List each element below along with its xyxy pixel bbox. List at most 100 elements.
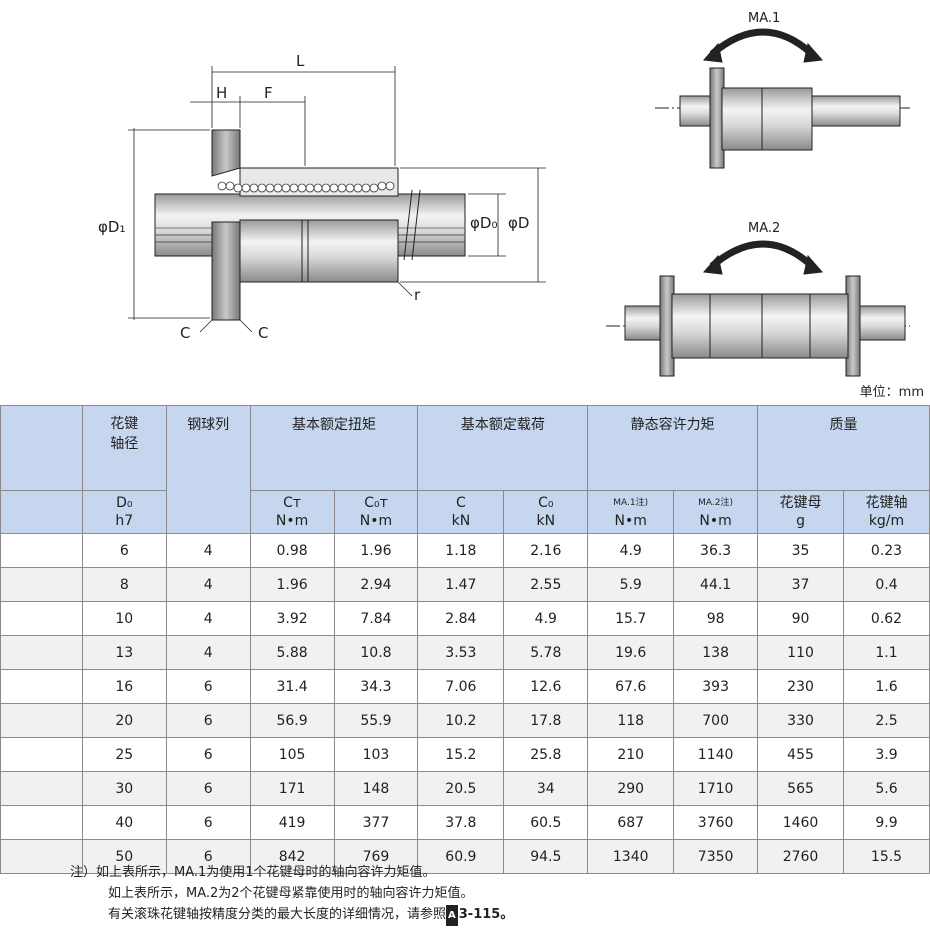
table-cell: 1.96	[333, 533, 419, 568]
row-spacer-cell	[0, 805, 83, 840]
table-cell: 148	[333, 771, 419, 806]
table-cell: 7350	[673, 839, 759, 874]
table-cell: 2.16	[503, 533, 589, 568]
table-cell: 30	[81, 771, 167, 806]
table-cell: 25	[81, 737, 167, 772]
table-cell: 330	[757, 703, 844, 738]
moment-view-1	[655, 28, 910, 169]
table-cell: 3.53	[417, 635, 505, 670]
row-spacer-cell	[0, 601, 83, 636]
table-cell: 4.9	[587, 533, 675, 568]
table-cell: 230	[757, 669, 844, 704]
table-cell: 110	[757, 635, 844, 670]
table-cell: 17.8	[503, 703, 589, 738]
table-cell: 1340	[587, 839, 675, 874]
table-cell: 1460	[757, 805, 844, 840]
table-cell: 37.8	[417, 805, 505, 840]
corner-cell	[0, 405, 83, 491]
row-spacer-cell	[0, 703, 83, 738]
table-cell: 103	[333, 737, 419, 772]
table-cell: 6	[81, 533, 167, 568]
table-cell: 67.6	[587, 669, 675, 704]
table-cell: 40	[81, 805, 167, 840]
dim-L: L	[296, 52, 305, 70]
table-cell: 5.88	[249, 635, 335, 670]
reference-icon: A	[446, 905, 458, 926]
table-cell: 0.23	[842, 533, 930, 568]
table-cell: 5.78	[503, 635, 589, 670]
table-cell: 25.8	[503, 737, 589, 772]
header-static-moment: 静态容许力矩	[587, 405, 759, 491]
moment-view-2	[606, 240, 910, 377]
table-cell: 10.2	[417, 703, 505, 738]
row-spacer-cell	[0, 669, 83, 704]
table-cell: 687	[587, 805, 675, 840]
table-cell: 6	[165, 839, 251, 874]
unit-label: 单位：mm	[859, 385, 924, 400]
dim-H: H	[216, 84, 227, 102]
table-cell: 60.9	[417, 839, 505, 874]
table-cell: 0.4	[842, 567, 930, 602]
table-cell: 455	[757, 737, 844, 772]
row-spacer-cell	[0, 533, 83, 568]
table-cell: 6	[165, 771, 251, 806]
table-cell: 700	[673, 703, 759, 738]
table-cell: 118	[587, 703, 675, 738]
dimension-drawing: L H F φD₁ φD₀ φD r C C MA.1 MA.2	[98, 11, 910, 377]
table-cell: 842	[249, 839, 335, 874]
table-cell: 56.9	[249, 703, 335, 738]
table-cell: 10.8	[333, 635, 419, 670]
table-cell: 1.1	[842, 635, 930, 670]
table-cell: 50	[81, 839, 167, 874]
table-cell: 15.2	[417, 737, 505, 772]
table-cell: 34.3	[333, 669, 419, 704]
table-cell: 98	[673, 601, 759, 636]
table-cell: 37	[757, 567, 844, 602]
table-cell: 2.5	[842, 703, 930, 738]
dim-C-left: C	[180, 324, 190, 342]
table-cell: 290	[587, 771, 675, 806]
table-cell: 55.9	[333, 703, 419, 738]
table-cell: 1140	[673, 737, 759, 772]
table-cell: 6	[165, 737, 251, 772]
reference-page: 3-115。	[458, 907, 514, 922]
table-cell: 2760	[757, 839, 844, 874]
table-cell: 15.5	[842, 839, 930, 874]
table-cell: 4	[165, 601, 251, 636]
header-ma2: MA.2注)N•m	[673, 490, 759, 534]
header-shaft-diameter: 花键 轴径	[81, 405, 167, 491]
header-ma1: MA.1注)N•m	[587, 490, 675, 534]
table-cell: 16	[81, 669, 167, 704]
table-cell: 138	[673, 635, 759, 670]
table-cell: 3.92	[249, 601, 335, 636]
table-cell: 105	[249, 737, 335, 772]
dim-C-right: C	[258, 324, 268, 342]
table-cell: 2.55	[503, 567, 589, 602]
row-spacer-cell	[0, 737, 83, 772]
table-cell: 6	[165, 669, 251, 704]
table-cell: 15.7	[587, 601, 675, 636]
note-1: 注）如上表所示，MA.1为使用1个花键母时的轴向容许力矩值。	[70, 865, 436, 880]
table-cell: 8	[81, 567, 167, 602]
table-cell: 3.9	[842, 737, 930, 772]
table-cell: 12.6	[503, 669, 589, 704]
ma1-label: MA.1	[748, 11, 780, 26]
table-cell: 94.5	[503, 839, 589, 874]
table-cell: 1.18	[417, 533, 505, 568]
table-cell: 393	[673, 669, 759, 704]
table-cell: 4	[165, 635, 251, 670]
main-view	[128, 66, 546, 333]
